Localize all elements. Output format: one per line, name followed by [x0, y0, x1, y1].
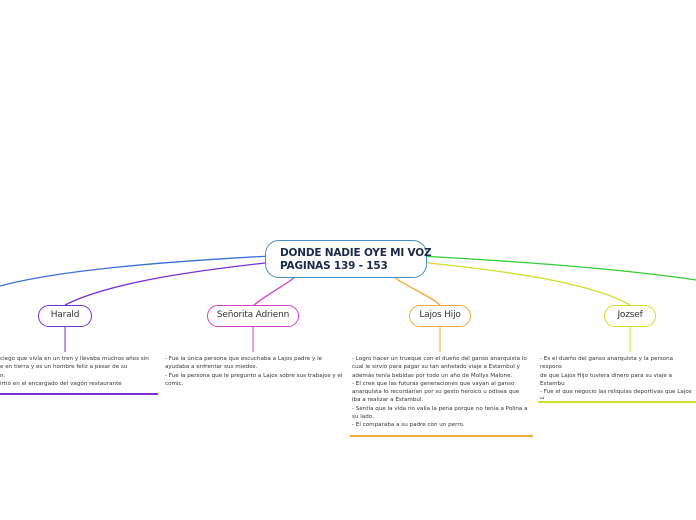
topic-senorita-adrienn[interactable]: Señorita Adrienn: [207, 305, 299, 327]
connector-lajos-hijo: [394, 277, 441, 306]
note-underline-harald: [0, 393, 158, 395]
connector-right-offscreen: [419, 255, 696, 281]
central-topic-line-1: DONDE NADIE OYE MI VOZ: [280, 247, 432, 259]
note-senorita-adrienn: - Fue la única persona que escuchaba a L…: [165, 356, 343, 387]
note-harald: ciego que vivía en un tren y llevaba muc…: [0, 356, 149, 387]
connector-jozsef: [417, 261, 631, 306]
note-underline-jozsef: [538, 401, 696, 403]
note-jozsef: - Es el dueño del ganso anarquista y la …: [540, 356, 692, 399]
connector-left-offscreen: [0, 255, 271, 287]
topic-lajos-hijo[interactable]: Lajos Hijo: [409, 305, 471, 327]
connector-harald: [64, 261, 275, 306]
connector-senorita-adrienn: [253, 277, 295, 306]
note-underline-lajos-hijo: [350, 435, 533, 437]
topic-harald[interactable]: Harald: [38, 305, 92, 327]
central-topic[interactable]: DONDE NADIE OYE MI VOZ PAGINAS 139 - 153: [265, 240, 432, 278]
note-lajos-hijo: - Logro hacer un trueque con el dueño de…: [352, 356, 528, 429]
central-topic-line-2: PAGINAS 139 - 153: [280, 260, 388, 272]
topic-jozsef[interactable]: Jozsef: [604, 305, 656, 327]
